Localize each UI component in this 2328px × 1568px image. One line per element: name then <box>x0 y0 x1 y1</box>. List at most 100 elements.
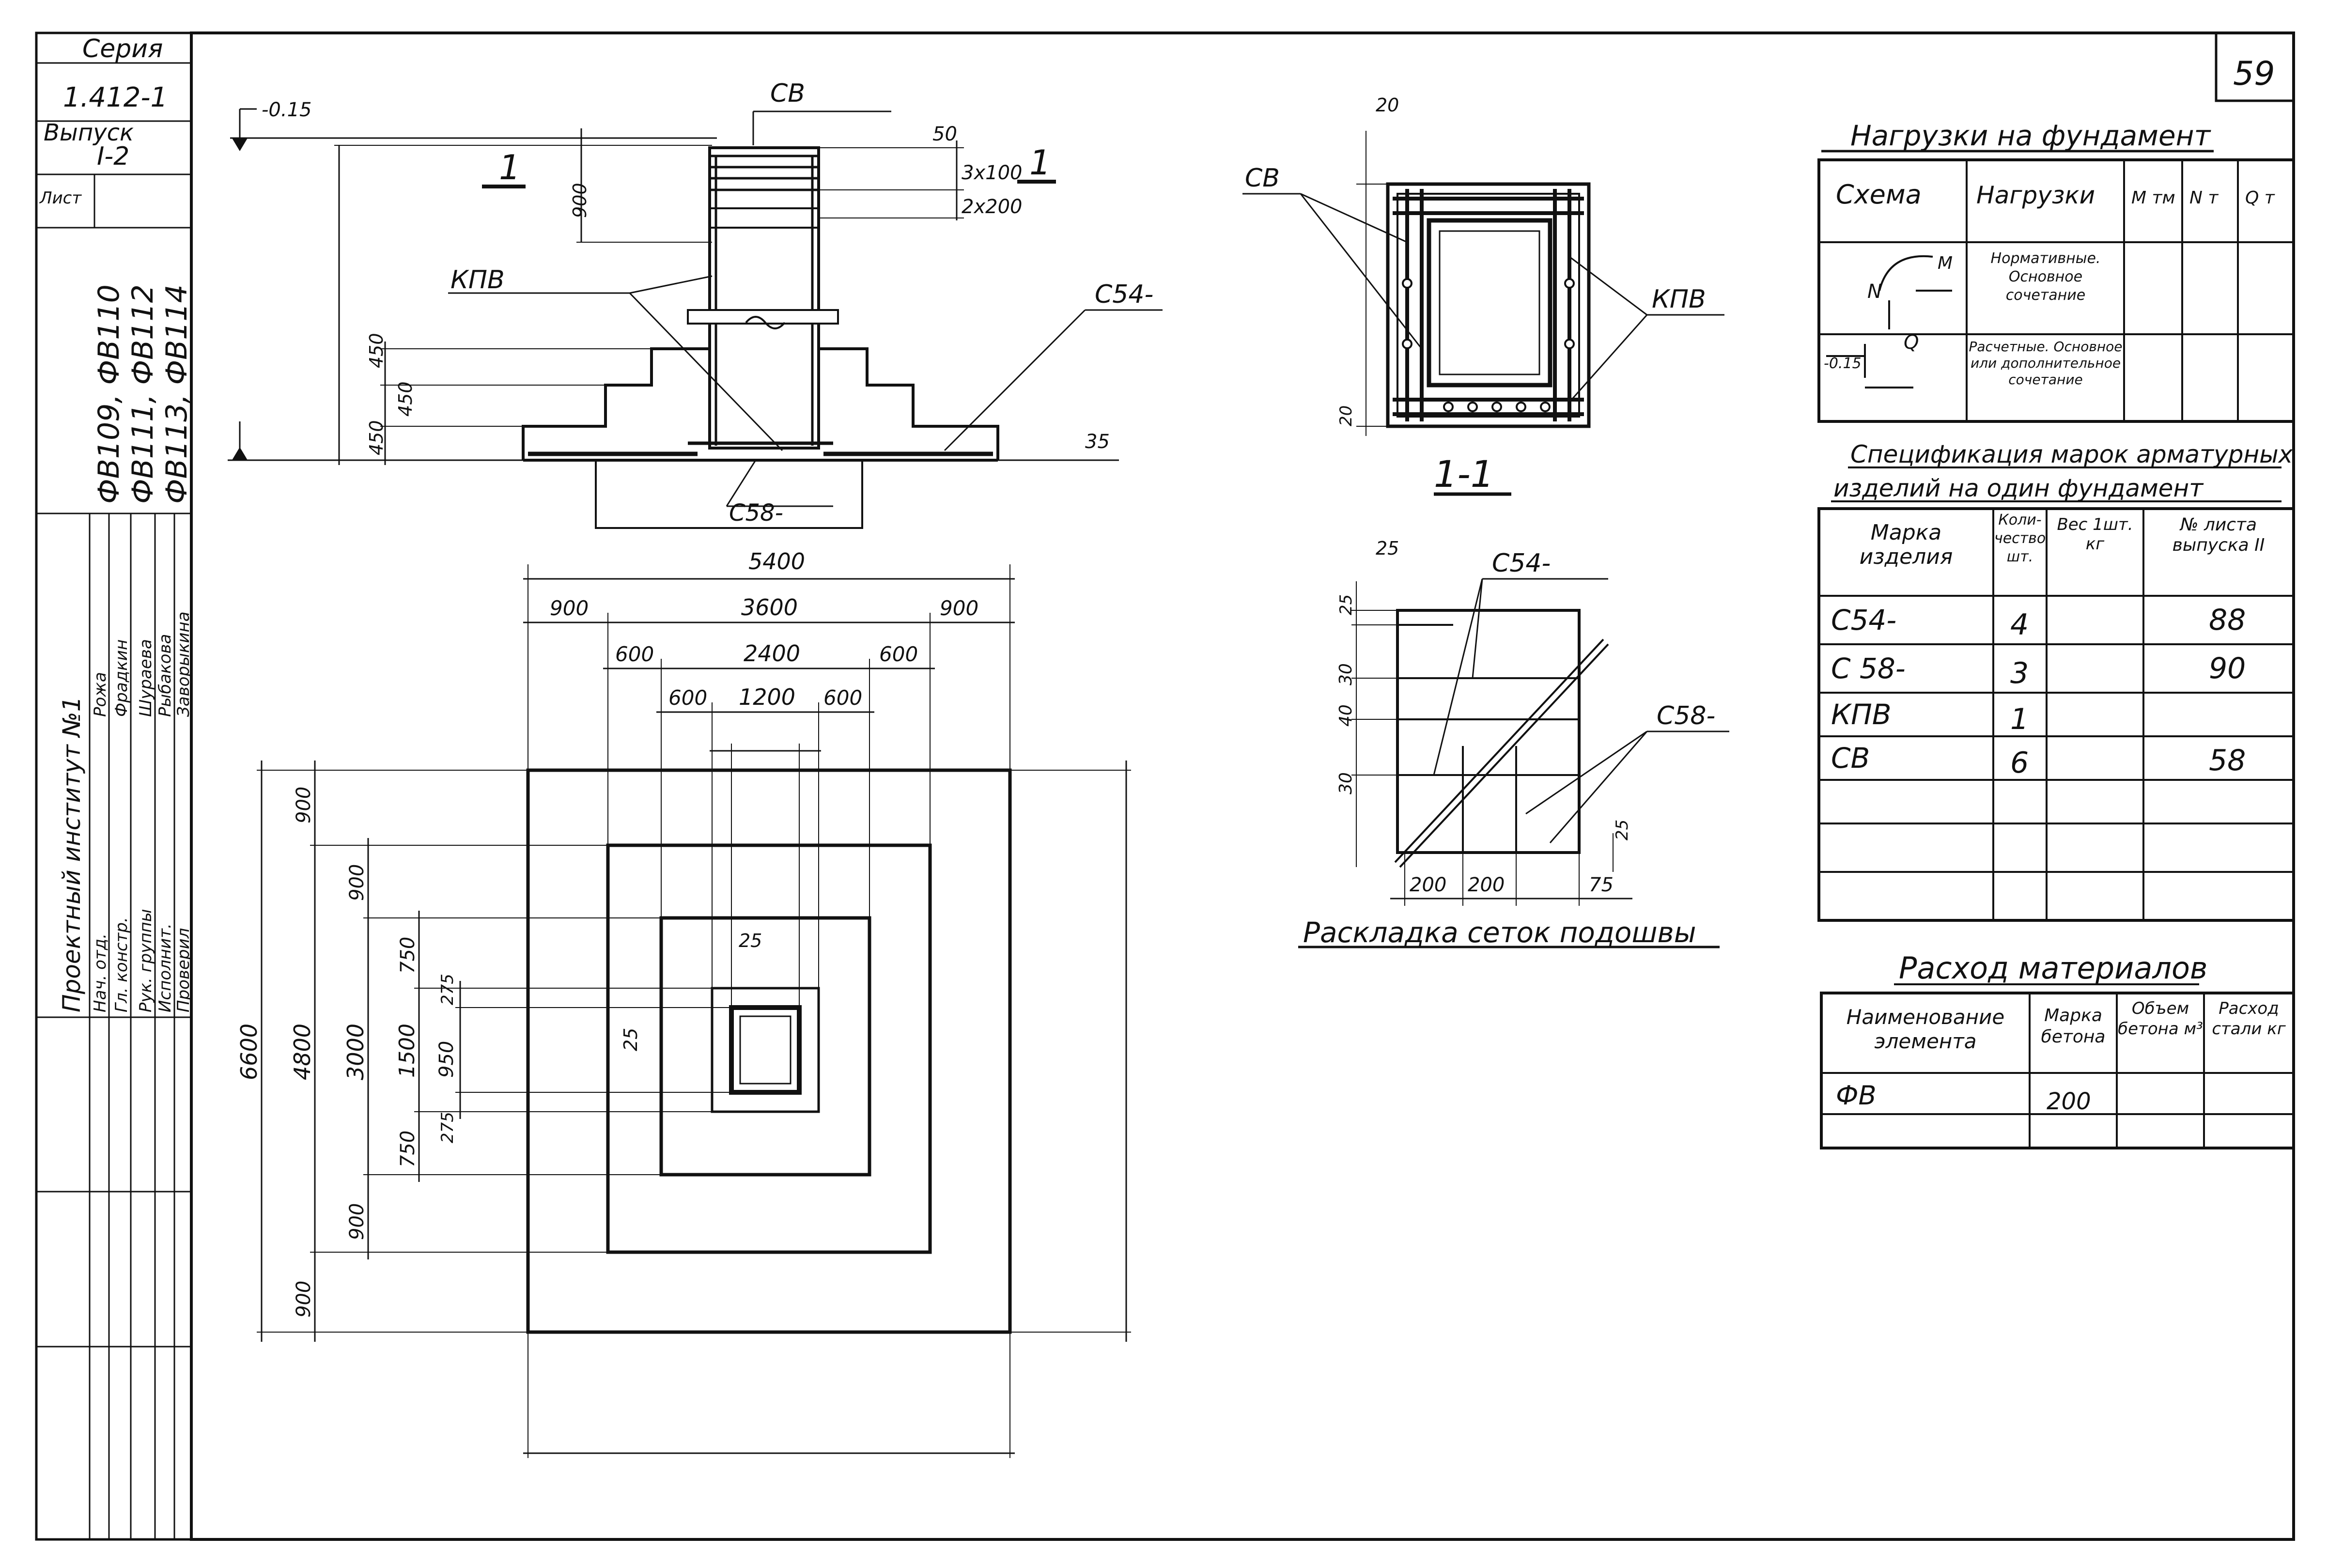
series-value: 1.412-1 <box>63 82 168 113</box>
staff-name-2: Фрадкин <box>112 639 131 717</box>
spec-row-1-qty: 4 <box>2010 608 2029 642</box>
dim-6600: 6600 <box>236 1024 262 1080</box>
spec-row-4-qty: 6 <box>2010 746 2029 780</box>
label-c54-section: С54- <box>1095 280 1153 309</box>
spec-row-1-mark: С54- <box>1831 604 1896 637</box>
mat-head-name: Наименование элемента <box>1846 1005 2005 1053</box>
series-label: Серия <box>82 34 163 63</box>
dim-950: 950 <box>435 1041 458 1078</box>
spec-head-weight: Вес 1шт. кг <box>2057 515 2133 554</box>
dim-25-left: 25 <box>620 1028 641 1051</box>
label-cb-1-1: СВ <box>1245 164 1280 193</box>
section-1-1 <box>1242 131 1724 496</box>
dim-900-section: 900 <box>569 183 590 218</box>
dim-900-v4: 900 <box>293 1281 315 1318</box>
staff-role-4: Исполнит. <box>155 923 175 1012</box>
label-c54-mesh: С54- <box>1492 549 1551 578</box>
label-kpv-section: КПВ <box>450 265 505 295</box>
mesh-dim-75: 75 <box>1589 874 1614 896</box>
spec-head-mark: Марка изделия <box>1859 520 1953 569</box>
spec-row-2-mark: С 58- <box>1831 652 1906 685</box>
sheet-number-box <box>2215 31 2295 102</box>
dim-2400: 2400 <box>744 640 800 667</box>
label-c58-mesh: С58- <box>1657 701 1715 730</box>
mat-head-grade: Марка бетона <box>2041 1006 2106 1047</box>
mesh-layout-title: Раскладка сеток подошвы <box>1303 916 1696 949</box>
spec-head-qty: Коли-чество шт. <box>1994 512 2046 565</box>
institute-name: Проектный институт №1 <box>58 697 86 1012</box>
dim-750-b: 750 <box>397 1131 419 1167</box>
dim-900-right: 900 <box>940 596 978 620</box>
dim-275-b: 275 <box>438 1112 457 1143</box>
dim-600-b: 600 <box>879 642 918 666</box>
dim-1500: 1500 <box>395 1024 419 1078</box>
dim-900-v3: 900 <box>346 1203 368 1240</box>
dim-900-v2: 900 <box>346 864 368 901</box>
spec-row-2-sheet: 90 <box>2209 652 2246 685</box>
loads-table <box>1817 158 2295 423</box>
mesh-dim-30-a: 30 <box>1336 663 1356 685</box>
mesh-dim-200-a: 200 <box>1410 874 1446 896</box>
dim-3000: 3000 <box>342 1024 369 1080</box>
issue-value: I-2 <box>97 142 129 171</box>
dim-450-c: 450 <box>366 420 387 455</box>
issue-label: Выпуск <box>44 119 134 146</box>
spec-row-4-sheet: 58 <box>2209 744 2246 777</box>
staff-role-1: Нач. отд. <box>91 933 110 1012</box>
label-cb-section: СВ <box>770 79 805 108</box>
staff-role-2: Гл. констр. <box>112 917 131 1012</box>
section-view <box>228 108 1163 529</box>
mesh-dim-25-c: 25 <box>1613 820 1632 840</box>
staff-role-3: Рук. группы <box>136 909 155 1012</box>
loads-head-q: Q т <box>2245 188 2275 208</box>
scheme-n: N <box>1867 280 1882 303</box>
label-kpv-1-1: КПВ <box>1652 285 1706 314</box>
mesh-dim-25-a: 25 <box>1376 538 1399 559</box>
staff-name-3: Шураева <box>136 639 155 717</box>
mark-line-1: ФВ109, ФВ110 <box>92 284 126 504</box>
mesh-layout <box>1298 578 1729 948</box>
mat-row-1-name: ФВ <box>1836 1080 1877 1111</box>
title-sidebar <box>36 62 191 1539</box>
loads-row-1-label: Нормативные. Основное сочетание <box>1990 250 2101 304</box>
spec-head-sheet: № листа выпуска II <box>2172 515 2265 555</box>
materials-title: Расход материалов <box>1899 950 2207 986</box>
dim-1200: 1200 <box>739 684 795 710</box>
dim-450-a: 450 <box>366 333 387 368</box>
section-1-1-title: 1-1 <box>1434 452 1494 496</box>
dim-35: 35 <box>1085 431 1110 453</box>
label-c58-section: С58- <box>729 499 783 527</box>
dim-450-b: 450 <box>395 381 416 417</box>
sheet-number: 59 <box>2233 55 2275 93</box>
mat-head-steel: Расход стали кг <box>2212 999 2286 1039</box>
mesh-dim-40: 40 <box>1336 704 1356 727</box>
loads-head-loads: Нагрузки <box>1976 181 2095 209</box>
sidebar-border <box>35 31 193 1541</box>
mesh-dim-200-b: 200 <box>1468 874 1505 896</box>
scheme-q: Q <box>1904 331 1919 354</box>
section-1-1-bars <box>1402 278 1575 412</box>
dim-3x100: 3х100 <box>962 162 1022 184</box>
dim-50: 50 <box>932 123 957 145</box>
spec-row-3-qty: 1 <box>2010 702 2029 736</box>
staff-role-5: Проверил <box>174 928 193 1012</box>
mark-line-3: ФВ113, ФВ114 <box>160 284 194 504</box>
materials-table <box>1820 992 2295 1149</box>
dim-750-a: 750 <box>397 937 419 974</box>
sheet-label: Лист <box>39 188 82 208</box>
dim-600-d: 600 <box>823 686 862 710</box>
loads-table-title: Нагрузки на фундамент <box>1850 119 2212 152</box>
staff-name-5: Заворыкина <box>174 611 193 717</box>
dim-2x200: 2х200 <box>962 196 1022 218</box>
mesh-dim-30-b: 30 <box>1336 772 1356 794</box>
spec-row-1-sheet: 88 <box>2209 603 2246 637</box>
dim-25-top: 25 <box>739 930 762 951</box>
dim-900-left: 900 <box>550 596 589 620</box>
spec-row-3-mark: КПВ <box>1831 698 1892 731</box>
section-mark-right: 1 <box>1029 143 1051 183</box>
dim-900-v1: 900 <box>293 787 315 823</box>
dim-600-a: 600 <box>615 642 654 666</box>
loads-head-scheme: Схема <box>1836 179 1922 210</box>
mark-line-2: ФВ111, ФВ112 <box>126 284 160 504</box>
spec-title-line2: изделий на один фундамент <box>1833 474 2204 502</box>
